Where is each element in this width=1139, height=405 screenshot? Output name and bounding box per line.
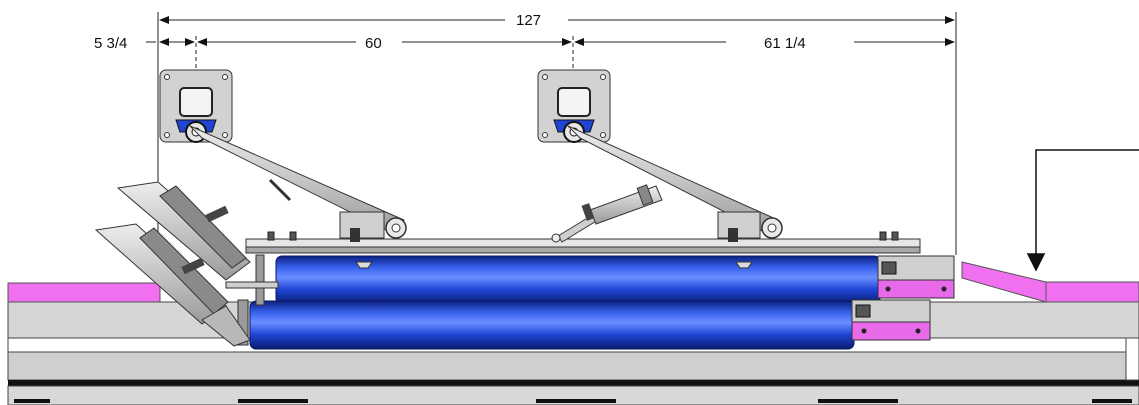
top-plate [245,238,921,248]
left-frame-posts [225,254,279,346]
support-plate [245,238,921,254]
pneumatic-cylinder [551,184,663,243]
dimension-lines [146,12,957,255]
base-beam-shadow [8,380,1139,386]
roller-fitting [735,261,753,269]
bolt-icon [861,328,867,334]
down-arrow-icon [1026,149,1139,272]
lower-roller-end-block [851,299,931,341]
bolt-icon [885,286,891,292]
dim-label-overall: 127 [516,12,541,29]
dim-label-right-span: 61 1/4 [764,35,806,52]
right-end-post [1125,337,1139,381]
lower-roller [249,300,855,350]
left-swing-arm [189,125,407,242]
top-plate-edge [245,246,921,254]
infeed-chute-lower [94,223,251,347]
floor-slots [14,399,1132,403]
top-plate-fasteners [267,231,899,241]
right-swing-arm [567,125,783,242]
base-beam [7,351,1139,381]
outfeed-belt [961,261,1139,303]
infeed-belt [7,282,161,303]
roller-fitting [355,261,373,269]
bolt-icon [915,328,921,334]
dim-label-center-span: 60 [365,35,382,52]
left-mount-plate [159,69,233,143]
bolt-icon [941,286,947,292]
upper-roller-end-block [877,255,955,299]
dim-label-left-offset: 5 3/4 [94,35,127,52]
infeed-chute-upper [116,181,251,281]
